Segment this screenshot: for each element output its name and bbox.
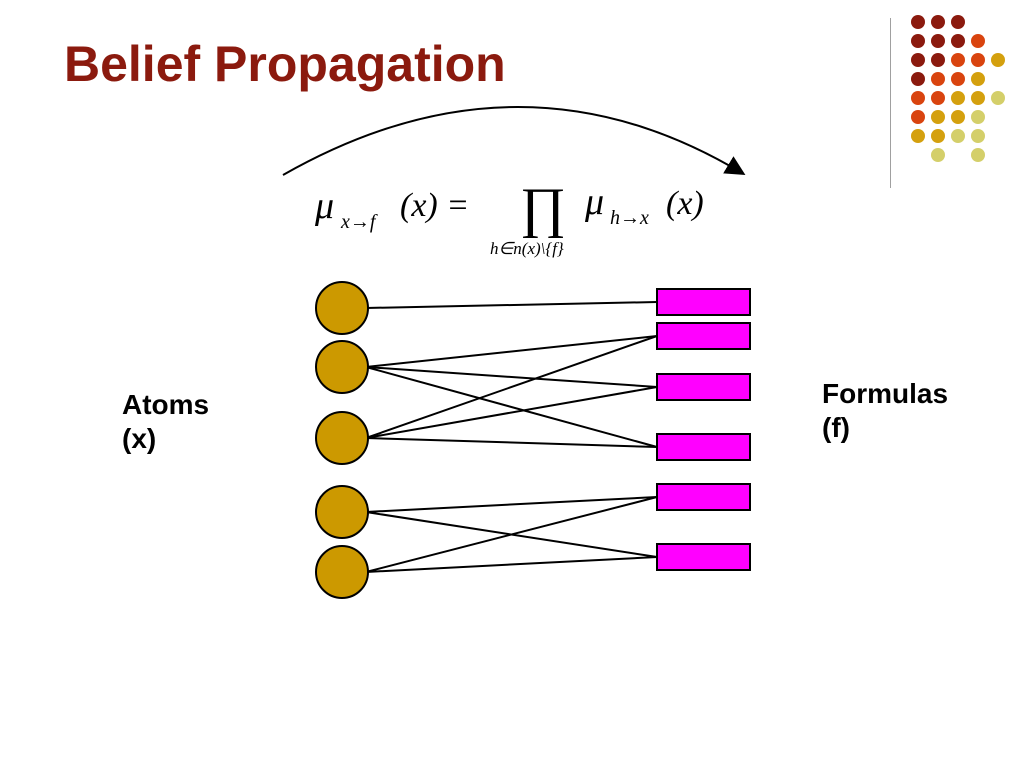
formulas-label-line1: Formulas [822, 378, 949, 409]
decorative-dot [931, 129, 945, 143]
atom-nodes [315, 281, 369, 599]
decorative-dot [931, 53, 945, 67]
decorative-dot [971, 129, 985, 143]
decorative-dot [951, 53, 965, 67]
edge-x1-f1 [365, 301, 658, 309]
decorative-dot [951, 72, 965, 86]
atoms-label-line2: (x) [122, 423, 157, 454]
decorative-dot [951, 15, 965, 29]
decorative-dot [971, 72, 985, 86]
formula-lhs-mu: μ [314, 185, 334, 227]
edge-x3-f3 [365, 386, 658, 439]
decorative-dot [931, 91, 945, 105]
graph-edges [365, 301, 658, 573]
edge-x5-f6 [365, 556, 658, 573]
atom-node-x5 [315, 545, 369, 599]
decorative-dot [911, 110, 925, 124]
decorative-dot [971, 148, 985, 162]
formula-rhs-subscript: h→x [610, 207, 649, 229]
decorative-dot [971, 110, 985, 124]
decorative-dot [911, 15, 925, 29]
decorative-dot [911, 129, 925, 143]
message-direction-arrow [282, 106, 746, 176]
atom-node-x2 [315, 340, 369, 394]
edge-x5-f5 [365, 496, 658, 573]
decorative-dot [951, 129, 965, 143]
edge-x2-f2 [365, 335, 658, 368]
decorative-dot [931, 148, 945, 162]
message-formula: μ x→f (x) = ∏ h∈n(x)\{f} μ h→x (x) [314, 177, 704, 258]
decorative-dot [931, 72, 945, 86]
atoms-label: Atoms (x) [122, 388, 209, 456]
formula-rhs-argument: (x) [666, 185, 704, 222]
decorative-dot [951, 91, 965, 105]
edge-x3-f2 [365, 335, 658, 439]
slide-title: Belief Propagation [64, 36, 506, 92]
decorative-dot [931, 15, 945, 29]
formula-lhs-subscript: x→f [340, 211, 378, 233]
decorative-dot [971, 91, 985, 105]
decorative-dot [911, 53, 925, 67]
decorative-dot [991, 53, 1005, 67]
decorative-dot-grid [911, 15, 1005, 162]
formula-node-f5 [656, 483, 751, 511]
formula-nodes [656, 288, 751, 571]
edge-x2-f3 [365, 366, 658, 388]
atom-node-x1 [315, 281, 369, 335]
header-divider-line [890, 18, 891, 188]
edge-x2-f4 [365, 366, 658, 448]
decorative-dot [911, 72, 925, 86]
decorative-dot [931, 34, 945, 48]
formula-node-f1 [656, 288, 751, 316]
formula-lhs-argument: (x) = [400, 187, 469, 224]
decorative-dot [911, 91, 925, 105]
formula-node-f3 [656, 373, 751, 401]
formula-rhs-mu: μ [584, 181, 604, 223]
formulas-label: Formulas (f) [822, 377, 948, 445]
formula-node-f6 [656, 543, 751, 571]
atom-node-x3 [315, 411, 369, 465]
decorative-dot [911, 34, 925, 48]
formula-product-symbol: ∏ [520, 177, 566, 239]
decorative-dot [931, 110, 945, 124]
formulas-label-line2: (f) [822, 412, 850, 443]
atom-node-x4 [315, 485, 369, 539]
atoms-label-line1: Atoms [122, 389, 210, 420]
formula-node-f2 [656, 322, 751, 350]
edge-x3-f4 [365, 437, 658, 448]
formula-node-f4 [656, 433, 751, 461]
decorative-dot [951, 110, 965, 124]
decorative-dot [991, 91, 1005, 105]
edge-x4-f5 [365, 496, 658, 513]
decorative-dot [971, 53, 985, 67]
decorative-dot [971, 34, 985, 48]
formula-product-subscript: h∈n(x)\{f} [490, 239, 564, 258]
decorative-dot [951, 34, 965, 48]
